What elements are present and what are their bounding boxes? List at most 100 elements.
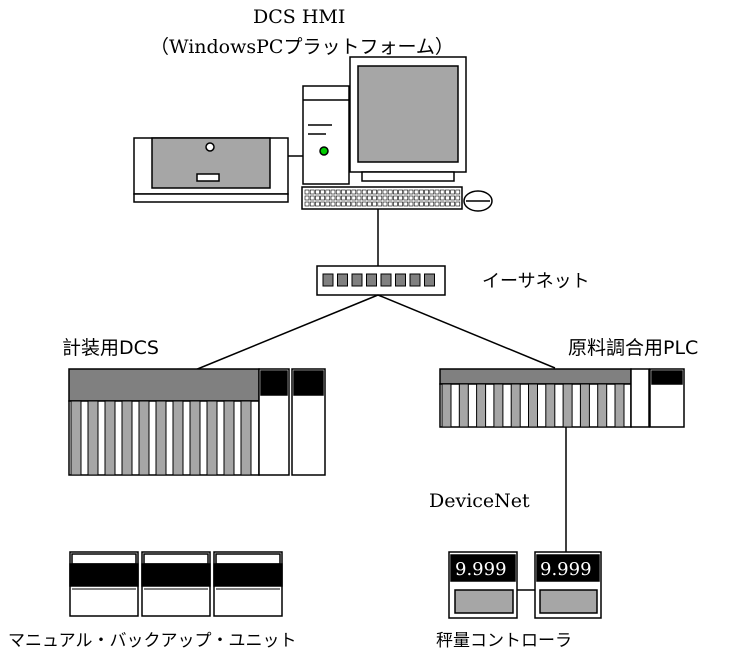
manual-backup-unit-2 (141, 551, 211, 617)
keyboard-key (455, 189, 461, 195)
keyboard-key (424, 201, 429, 207)
keyboard-key (403, 201, 409, 207)
plc-io-slot (614, 383, 625, 428)
weighing-controller-label: 秤量コントローラ (436, 631, 572, 651)
printer-icon (133, 137, 289, 203)
keyboard-key (434, 201, 440, 207)
keyboard-key (320, 195, 325, 201)
keyboard-key (341, 201, 346, 207)
keyboard-key (424, 189, 429, 195)
keyboard-key (387, 195, 393, 201)
keyboard-key (351, 201, 357, 207)
keyboard-key (403, 189, 409, 195)
keyboard-key (450, 195, 455, 201)
monitor-icon (349, 56, 467, 182)
keyboard-key (387, 189, 393, 195)
keyboard-key (320, 201, 325, 207)
dcs-io-slot (189, 400, 201, 476)
switch-port (395, 273, 406, 287)
dcs-rack-icon (68, 368, 326, 476)
plc-io-slot (579, 383, 590, 428)
dcs-io-slot (138, 400, 150, 476)
keyboard-key (413, 189, 419, 195)
dcs-io-slot (223, 400, 235, 476)
keyboard-key (419, 195, 424, 201)
keyboard-key (450, 201, 455, 207)
keyboard-key (398, 189, 403, 195)
keyboard-key (325, 201, 331, 207)
keyboard-key (351, 195, 357, 201)
plc-io-slot (562, 383, 573, 428)
keyboard-key (372, 189, 377, 195)
keyboard-key (413, 201, 419, 207)
dcs-io-slot (70, 400, 82, 476)
keyboard-key (429, 189, 435, 195)
ethernet-to-dcs-line (194, 294, 379, 371)
keyboard-key (434, 195, 440, 201)
switch-port (322, 273, 334, 287)
dcs-io-slot (121, 400, 133, 476)
keyboard-key (445, 195, 450, 201)
plc-io-slot (545, 383, 556, 428)
keyboard-key (330, 195, 336, 201)
dcs-label: 計装用DCS (62, 337, 159, 359)
keyboard-key (439, 189, 445, 195)
dcs-io-slot (172, 400, 184, 476)
keyboard-key (382, 201, 388, 207)
devicenet-label: DeviceNet (429, 490, 530, 512)
keyboard-key (361, 189, 367, 195)
ethernet-to-plc-line (377, 294, 556, 369)
dcs-io-slot (206, 400, 218, 476)
keyboard-key (382, 189, 388, 195)
keyboard-key (325, 195, 331, 201)
switch-port (424, 273, 435, 287)
keyboard-key (377, 201, 383, 207)
keyboard-key (341, 189, 346, 195)
keyboard-key (419, 189, 424, 195)
keyboard-key (361, 201, 367, 207)
plc-io-slot (597, 383, 608, 428)
keyboard-key (455, 195, 461, 201)
manual-backup-label: マニュアル・バックアップ・ユニット (8, 631, 297, 651)
keyboard-key (403, 195, 409, 201)
ethernet-label: イーサネット (482, 271, 590, 292)
keyboard-key (382, 195, 388, 201)
weighing-display-1: 9.999 (455, 559, 507, 580)
switch-port (366, 273, 377, 287)
keyboard-key (445, 189, 450, 195)
keyboard-key (419, 201, 424, 207)
keyboard-key (315, 201, 320, 207)
keyboard-key (346, 201, 351, 207)
keyboard-key (367, 201, 372, 207)
title-line1: DCS HMI (253, 6, 346, 28)
keyboard-key (393, 201, 398, 207)
keyboard-key (346, 189, 351, 195)
weighing-controller-2: 9.999 (534, 551, 602, 619)
keyboard-key (429, 201, 435, 207)
keyboard-key (393, 195, 398, 201)
weighing-controller-1: 9.999 (448, 551, 518, 619)
keyboard-key (372, 201, 377, 207)
keyboard-key (398, 201, 403, 207)
keyboard-key (335, 189, 341, 195)
keyboard-key (367, 195, 372, 201)
keyboard-key (325, 189, 331, 195)
keyboard-key (367, 189, 372, 195)
keyboard-key (393, 189, 398, 195)
keyboard-key (361, 195, 367, 201)
keyboard-key (315, 189, 320, 195)
keyboard-key (377, 189, 383, 195)
keyboard-key (439, 201, 445, 207)
switch-port (351, 273, 363, 287)
mouse-icon (463, 190, 493, 212)
title-line2: （WindowsPCプラットフォーム） (150, 36, 454, 58)
keyboard-key (455, 201, 461, 207)
keyboard-key (330, 201, 336, 207)
keyboard-key (377, 195, 383, 201)
keyboard-key (408, 201, 414, 207)
keyboard-key (408, 189, 414, 195)
keyboard-key (372, 195, 377, 201)
plc-io-slot (458, 383, 469, 428)
